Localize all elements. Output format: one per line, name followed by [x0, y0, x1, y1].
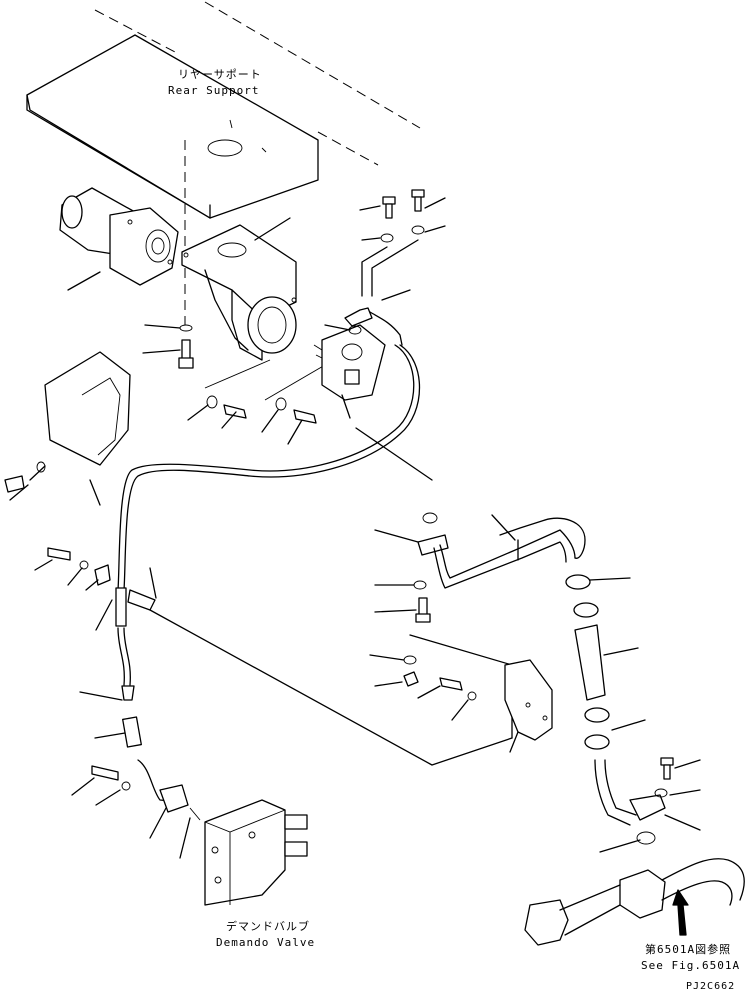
bolts-upper-right — [324, 189, 446, 346]
rear-support-plate — [26, 1, 421, 325]
demand-valve-label-jp: デマンドバルブ — [226, 920, 310, 933]
hydraulic-hose — [115, 344, 420, 701]
see-figure-label-jp: 第6501A図参照 — [645, 943, 732, 956]
drawing-code: PJ2C662 — [686, 981, 736, 992]
cover-guard — [4, 351, 131, 506]
hydraulic-motor — [313, 324, 386, 419]
see-figure-label-en: See Fig.6501A — [641, 959, 741, 972]
demand-valve — [204, 799, 308, 906]
mounting-bracket — [181, 217, 297, 361]
frame-outline — [149, 427, 513, 766]
bolts-upper-left — [142, 324, 326, 445]
electric-motor — [59, 187, 179, 291]
far-right-hose — [524, 574, 745, 946]
rear-support-label-jp: リヤーサポート — [178, 68, 262, 81]
lower-left-parts — [34, 547, 201, 859]
rear-support-label-en: Rear Support — [168, 84, 260, 97]
right-pipe-assembly — [369, 512, 586, 753]
demand-valve-label-en: Demando Valve — [216, 936, 316, 949]
